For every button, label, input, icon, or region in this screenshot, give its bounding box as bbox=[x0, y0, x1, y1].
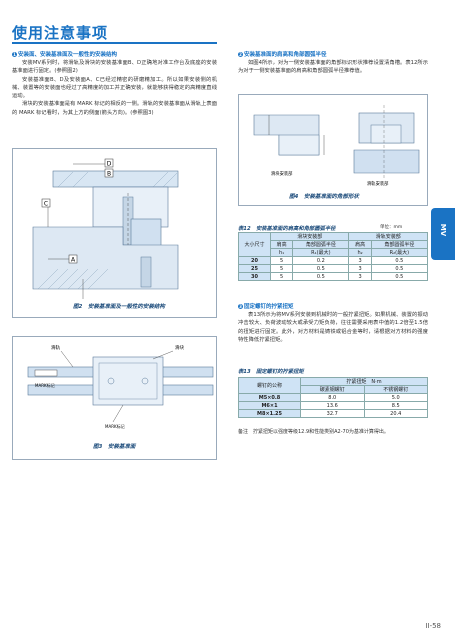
table-row: 25 5 0.5 3 0.5 bbox=[238, 264, 429, 273]
t12-col-size: 大小尺寸 bbox=[238, 232, 271, 257]
t12-cell: 0.5 bbox=[292, 272, 350, 281]
t13-cell: 8.5 bbox=[363, 401, 428, 410]
page-title-bar: 使用注意事项 bbox=[0, 22, 455, 44]
fig4-label-rail: 滑轨安装部 bbox=[367, 180, 389, 187]
table12-title: 表12 安装基准面的肩高和角部圆弧半径 bbox=[238, 226, 336, 232]
t13-cell: 5.0 bbox=[363, 393, 428, 402]
t12-sub-h2: 肩高 bbox=[348, 240, 372, 249]
t13-cell: M5×0.8 bbox=[238, 393, 301, 402]
figure2-box: D C B A 图2 安装基准面及一般性的安装结构 bbox=[12, 148, 217, 318]
t12-sub-r1: 角部圆弧半径 bbox=[292, 240, 350, 249]
figure2-drawing: D C B A bbox=[32, 158, 179, 299]
t12-cell: 3 bbox=[348, 272, 372, 281]
t12-cell: 5 bbox=[269, 264, 294, 273]
section3-heading-text: 固定螺钉的拧紧扭矩 bbox=[244, 304, 294, 310]
table12-unit: 单位：mm bbox=[380, 225, 403, 230]
section2-para: 如图4所示，对为一侧安装基准面的角部标识形状推荐设置清角槽。表12所示为对于一侧… bbox=[238, 60, 428, 75]
figure3-drawing: 滑轨 滑块 MARK标记 MARK标记 bbox=[27, 344, 214, 429]
t12-sym-h2: h₂ bbox=[348, 248, 372, 257]
title-underline bbox=[12, 42, 217, 44]
section1-para-2: 安装基准面B、D及安装面A、C已经过精密的研磨精加工。所以如果安装侧的机械、装置… bbox=[12, 76, 217, 100]
t13-cell: 8.0 bbox=[300, 393, 365, 402]
t12-sym-r2: R₂(最大) bbox=[370, 248, 429, 257]
t13-sub-stainless: 不锈钢螺钉 bbox=[363, 385, 428, 394]
fig3-label-rail: 滑轨 bbox=[51, 344, 60, 351]
t12-cell: 0.2 bbox=[292, 256, 350, 265]
table-row: M8×1.25 32.7 20.4 bbox=[238, 409, 428, 418]
fig3-label-block: 滑块 bbox=[175, 344, 184, 351]
t12-cell: 20 bbox=[238, 256, 271, 265]
section3-para: 表13所示为将MV系列安装到机械时的一般拧紧扭矩。如果机械、装置的振动冲击较大、… bbox=[238, 312, 428, 343]
fig3-label-mark-rail: MARK标记 bbox=[35, 382, 55, 388]
fig2-label-c: C bbox=[44, 201, 48, 208]
table-row: 30 5 0.5 3 0.5 bbox=[238, 272, 429, 281]
t12-cell: 0.5 bbox=[292, 264, 350, 273]
t12-cell: 0.5 bbox=[370, 272, 429, 281]
t13-cell: 13.6 bbox=[300, 401, 365, 410]
figure4-caption: 图4 安装基准面的角部形状 bbox=[289, 194, 359, 200]
t12-cell: 25 bbox=[238, 264, 271, 273]
t12-sym-h1: h₁ bbox=[269, 248, 294, 257]
section1-body: 安装MV系列时，将滑轨及滑块的安装基准面B、D正确地对准工作台及底座的安装基准面… bbox=[12, 59, 217, 117]
table12: 大小尺寸 滑块安装部 滑轨安装部 肩高 角部圆弧半径 肩高 角部圆弧半径 h₁ … bbox=[238, 232, 429, 281]
t12-sub-r2: 角部圆弧半径 bbox=[370, 240, 429, 249]
t13-cell: M8×1.25 bbox=[238, 409, 301, 418]
section1-para-1: 安装MV系列时，将滑轨及滑块的安装基准面B、D正确地对准工作台及底座的安装基准面… bbox=[12, 60, 217, 75]
fig3-label-mark-block: MARK标记 bbox=[105, 423, 125, 429]
t13-cell: 20.4 bbox=[363, 409, 428, 418]
fig2-label-d: D bbox=[107, 161, 112, 168]
section2-number: 2 bbox=[238, 52, 243, 57]
t13-cell: M6×1 bbox=[238, 401, 301, 410]
page-number: II-58 bbox=[425, 622, 441, 630]
t13-col-torque: 拧紧扭矩 N·m bbox=[300, 377, 428, 386]
side-tab-label: MV bbox=[439, 223, 448, 237]
t12-cell: 0.5 bbox=[370, 264, 429, 273]
table-row: M5×0.8 8.0 5.0 bbox=[238, 393, 428, 402]
table-row: 20 5 0.2 3 0.5 bbox=[238, 256, 429, 265]
t12-cell: 0.5 bbox=[370, 256, 429, 265]
figure3-box: 滑轨 滑块 MARK标记 MARK标记 图3 安装基准面 bbox=[12, 336, 217, 460]
t13-col-bolt: 螺钉的公称 bbox=[238, 377, 301, 394]
section1-heading-text: 安装面、安装基准面及一般性的安装结构 bbox=[18, 52, 118, 58]
t12-sub-h1: 肩高 bbox=[269, 240, 294, 249]
section1-para-3: 滑块的安装基准面是有 MARK 标记的相反的一侧。滑轨的安装基准面从滑轨上表面的… bbox=[12, 101, 217, 116]
table-row: M6×1 13.6 8.5 bbox=[238, 401, 428, 410]
table13-title: 表13 固定螺钉的拧紧扭矩 bbox=[238, 369, 304, 375]
figure4-drawing: 滑块安装部 滑轨安装部 bbox=[253, 105, 420, 187]
page-title: 使用注意事项 bbox=[12, 24, 109, 42]
t12-group2: 滑轨安装部 bbox=[348, 232, 428, 241]
section3-number: 3 bbox=[238, 304, 243, 309]
section3-body: 表13所示为将MV系列安装到机械时的一般拧紧扭矩。如果机械、装置的振动冲击较大、… bbox=[238, 311, 428, 344]
table13: 螺钉的公称 拧紧扭矩 N·m 碳素钢螺钉 不锈钢螺钉 M5×0.8 8.0 5.… bbox=[238, 377, 428, 418]
fig2-label-b: B bbox=[107, 171, 111, 178]
t12-cell: 5 bbox=[269, 256, 294, 265]
t12-cell: 5 bbox=[269, 272, 294, 281]
table13-note: 备注 拧紧扭矩以强度等级12.9和性能类别A2-70为基准计算得出。 bbox=[238, 429, 389, 435]
side-tab-mv: MV bbox=[431, 208, 455, 260]
section1-number: 1 bbox=[12, 52, 17, 57]
fig2-label-a: A bbox=[71, 257, 76, 264]
t13-sub-carbon: 碳素钢螺钉 bbox=[300, 385, 365, 394]
t12-cell: 3 bbox=[348, 256, 372, 265]
section2-body: 如图4所示，对为一侧安装基准面的角部标识形状推荐设置清角槽。表12所示为对于一侧… bbox=[238, 59, 428, 76]
figure4-box: 滑块安装部 滑轨安装部 图4 安装基准面的角部形状 bbox=[238, 94, 428, 206]
t12-cell: 3 bbox=[348, 264, 372, 273]
figure2-caption: 图2 安装基准面及一般性的安装结构 bbox=[73, 304, 165, 310]
figure3-caption: 图3 安装基准面 bbox=[93, 444, 136, 450]
t12-cell: 30 bbox=[238, 272, 271, 281]
section2-heading-text: 安装基准面的肩高和角部圆弧半径 bbox=[244, 52, 327, 58]
fig4-label-block: 滑块安装部 bbox=[271, 170, 293, 177]
t13-cell: 32.7 bbox=[300, 409, 365, 418]
t12-group1: 滑块安装部 bbox=[269, 232, 350, 241]
t12-sym-r1: R₁(最大) bbox=[292, 248, 350, 257]
